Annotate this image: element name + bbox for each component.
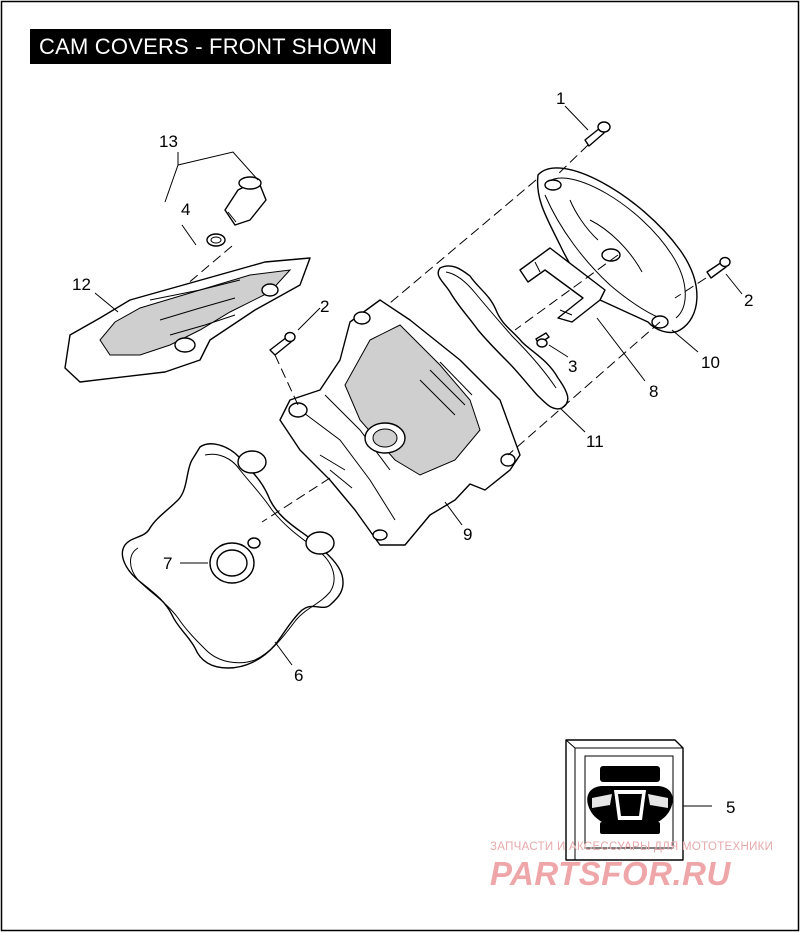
part-gasket-11 bbox=[437, 265, 569, 410]
title-banner: CAM COVERS - FRONT SHOWN bbox=[30, 29, 391, 64]
callout-labels: 1 2 2 3 4 5 6 7 8 9 10 11 12 13 bbox=[72, 89, 753, 817]
callout-1: 1 bbox=[556, 89, 565, 108]
watermark: ЗАПЧАСТИ И АКСЕССУАРЫ ДЛЯ МОТОТЕХНИКИ PA… bbox=[490, 841, 773, 892]
part-screw-2-right bbox=[706, 256, 731, 279]
callout-2-right: 2 bbox=[744, 291, 753, 310]
callout-3: 3 bbox=[568, 357, 577, 376]
callout-6: 6 bbox=[294, 666, 303, 685]
callout-12: 12 bbox=[72, 275, 91, 294]
part-breather-cover-12 bbox=[64, 257, 311, 383]
leader-lines bbox=[94, 105, 743, 807]
part-housing-9 bbox=[279, 299, 521, 546]
part-kit-box-5 bbox=[565, 739, 684, 861]
callout-8: 8 bbox=[649, 382, 658, 401]
part-bracket-8 bbox=[519, 247, 606, 323]
part-screw-2-left bbox=[269, 331, 296, 356]
harley-logo bbox=[587, 766, 673, 834]
callout-9: 9 bbox=[463, 525, 472, 544]
watermark-site: PARTSFOR.RU bbox=[490, 855, 731, 892]
watermark-tagline: ЗАПЧАСТИ И АКСЕССУАРЫ ДЛЯ МОТОТЕХНИКИ bbox=[490, 841, 773, 853]
callout-10: 10 bbox=[701, 353, 720, 372]
part-screw-1 bbox=[584, 121, 611, 147]
callout-5: 5 bbox=[726, 798, 735, 817]
part-screw-3 bbox=[535, 332, 550, 348]
callout-11: 11 bbox=[586, 432, 604, 451]
part-cam-cover-10 bbox=[536, 167, 698, 334]
part-seal-7 bbox=[209, 537, 261, 584]
part-oring-4 bbox=[206, 233, 226, 247]
callout-13: 13 bbox=[159, 132, 178, 151]
part-valve-13 bbox=[224, 176, 267, 226]
callout-2-left: 2 bbox=[320, 297, 329, 316]
callout-4: 4 bbox=[181, 200, 190, 219]
assembly-lines bbox=[185, 144, 707, 523]
page-title: CAM COVERS - FRONT SHOWN bbox=[39, 34, 378, 59]
callout-7: 7 bbox=[163, 554, 172, 573]
